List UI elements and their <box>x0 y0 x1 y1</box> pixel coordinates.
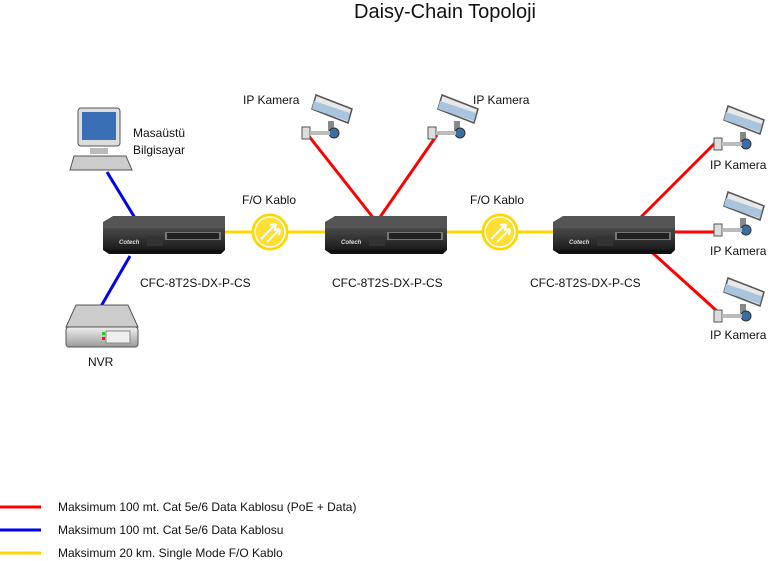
fiber-label: F/O Kablo <box>242 193 296 207</box>
ip-camera-icon <box>713 191 765 237</box>
ip-camera-icon <box>713 105 765 151</box>
fiber-optic-icon <box>251 213 289 251</box>
legend: Maksimum 100 mt. Cat 5e/6 Data Kablosu (… <box>0 500 356 560</box>
desktop-computer-icon <box>69 107 133 171</box>
ip-camera-icon <box>301 94 353 140</box>
switch-brand-logo: Cotech <box>569 240 590 246</box>
switch-icon <box>325 216 447 254</box>
ip-camera-icon <box>427 94 479 140</box>
switch-icon <box>103 216 225 254</box>
data-cable-nvr <box>98 255 132 309</box>
poe-cable <box>376 134 439 221</box>
poe-cable <box>306 134 377 221</box>
camera-label: IP Kamera <box>473 93 530 107</box>
switch-icon <box>553 216 675 254</box>
legend-text: Maksimum 20 km. Single Mode F/O Kablo <box>58 546 283 560</box>
nvr-label: NVR <box>88 355 114 369</box>
data-cable-pc <box>105 171 137 219</box>
fiber-optic-icon <box>481 213 519 251</box>
switch-label: CFC-8T2S-DX-P-CS <box>530 276 641 290</box>
camera-label: IP Kamera <box>243 93 300 107</box>
camera-label: IP Kamera <box>710 158 767 172</box>
fiber-label: F/O Kablo <box>470 193 524 207</box>
cables <box>98 134 720 314</box>
pc-label-line2: Bilgisayar <box>133 143 185 157</box>
diagram-title: Daisy-Chain Topoloji <box>354 1 536 23</box>
switch-label: CFC-8T2S-DX-P-CS <box>332 276 443 290</box>
poe-cable <box>643 244 720 314</box>
camera-label: IP Kamera <box>710 244 767 258</box>
pc-label-line1: Masaüstü <box>133 126 185 140</box>
ip-camera-icon <box>713 277 765 323</box>
legend-text: Maksimum 100 mt. Cat 5e/6 Data Kablosu <box>58 523 283 537</box>
switch-brand-logo: Cotech <box>341 240 362 246</box>
camera-label: IP Kamera <box>710 328 767 342</box>
nvr-icon <box>65 304 139 348</box>
switch-brand-logo: Cotech <box>119 240 140 246</box>
poe-cable <box>638 138 720 220</box>
legend-text: Maksimum 100 mt. Cat 5e/6 Data Kablosu (… <box>58 500 356 514</box>
switch-label: CFC-8T2S-DX-P-CS <box>140 276 251 290</box>
